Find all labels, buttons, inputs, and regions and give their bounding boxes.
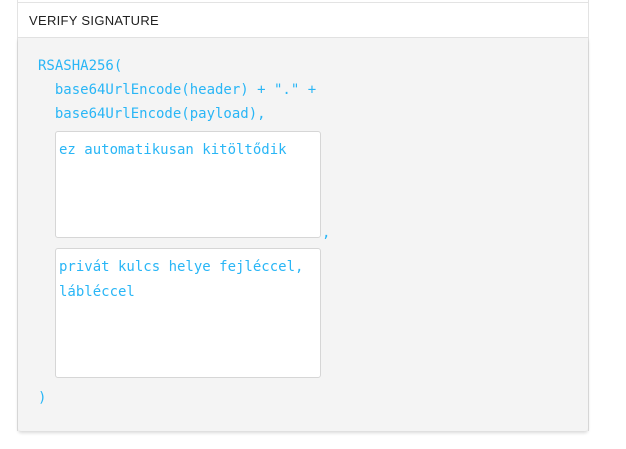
auto-filled-value-textarea[interactable]: ez automatikusan kitöltődik bbox=[55, 131, 321, 238]
private-key-textarea[interactable]: privát kulcs helye fejléccel, lábléccel bbox=[55, 248, 321, 378]
verify-signature-header: VERIFY SIGNATURE bbox=[18, 3, 588, 38]
code-line-header-encode: base64UrlEncode(header) + "." + bbox=[38, 82, 317, 98]
code-line-payload-encode: base64UrlEncode(payload), bbox=[38, 106, 266, 122]
section-title: VERIFY SIGNATURE bbox=[29, 12, 160, 28]
private-key-textarea-row: privát kulcs helye fejléccel, lábléccel bbox=[55, 248, 568, 378]
auto-filled-textarea-row: ez automatikusan kitöltődik , bbox=[55, 131, 568, 241]
verify-signature-card: VERIFY SIGNATURE RSASHA256( base64UrlEnc… bbox=[17, 0, 589, 431]
comma-separator: , bbox=[322, 225, 331, 241]
previous-section-edge bbox=[18, 0, 588, 3]
code-line-algorithm: RSASHA256( bbox=[38, 58, 123, 74]
signature-panel: RSASHA256( base64UrlEncode(header) + "."… bbox=[18, 38, 588, 431]
closing-paren: ) bbox=[38, 390, 47, 406]
